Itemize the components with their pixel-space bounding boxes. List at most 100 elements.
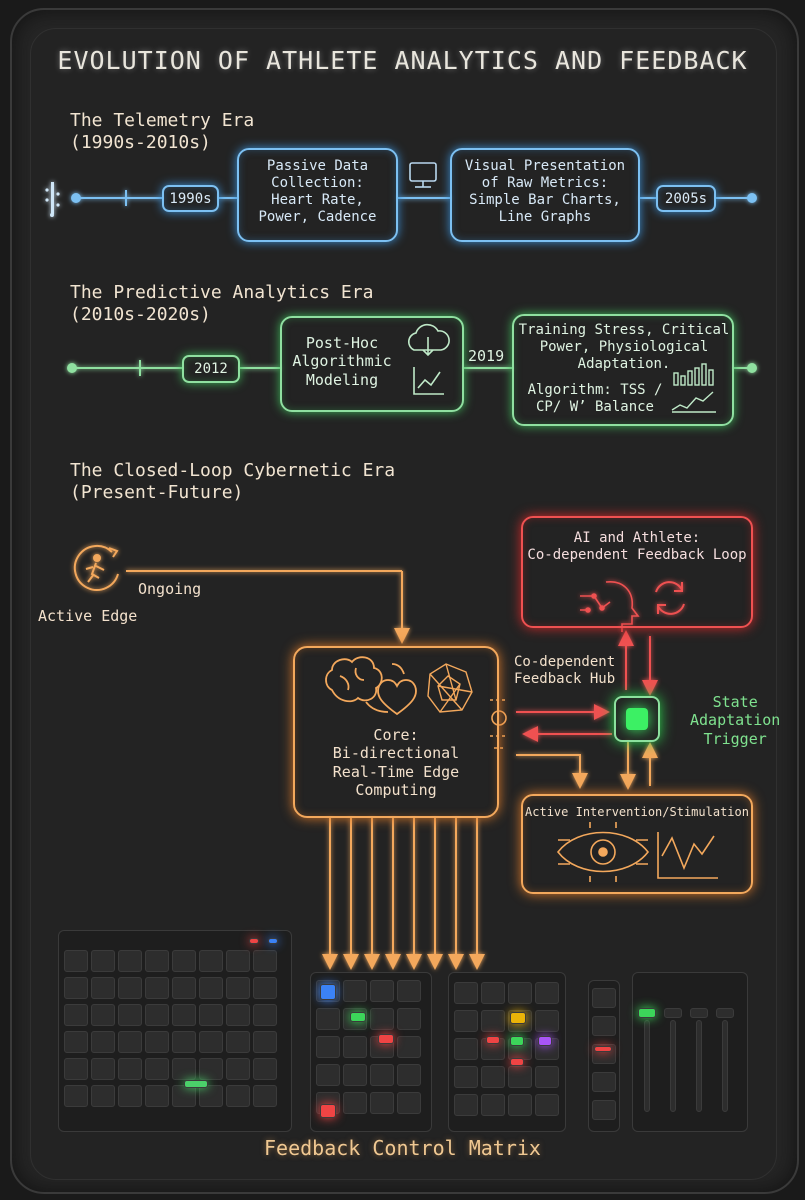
console-key[interactable] [316,1008,340,1030]
console-key[interactable] [481,1010,505,1032]
console-key[interactable] [145,1058,169,1080]
console-key[interactable] [91,1004,115,1026]
console-key[interactable] [370,1092,394,1114]
console-key[interactable] [64,1085,88,1107]
console-key[interactable] [249,938,259,944]
console-key[interactable] [172,1031,196,1053]
console-key[interactable] [199,950,223,972]
console-key[interactable] [145,950,169,972]
console-key[interactable] [508,1066,532,1088]
console-key[interactable] [226,1085,250,1107]
state-adaptation-trigger[interactable] [614,696,660,742]
console-key[interactable] [535,1094,559,1116]
console-key[interactable] [253,977,277,999]
console-key[interactable] [481,1066,505,1088]
console-key[interactable] [118,1004,142,1026]
console-key[interactable] [722,1020,728,1112]
console-key[interactable] [172,1058,196,1080]
console-key[interactable] [145,1031,169,1053]
console-key[interactable] [670,1020,676,1112]
console-key[interactable] [510,1036,524,1046]
console-key[interactable] [118,977,142,999]
console-key[interactable] [118,1085,142,1107]
console-key[interactable] [64,1058,88,1080]
console-key[interactable] [535,1010,559,1032]
console-key[interactable] [118,950,142,972]
console-key[interactable] [454,982,478,1004]
console-key[interactable] [268,938,278,944]
console-key[interactable] [64,1031,88,1053]
console-key[interactable] [253,1085,277,1107]
console-key[interactable] [226,1004,250,1026]
console-key[interactable] [644,1020,650,1112]
console-key[interactable] [199,1031,223,1053]
console-key[interactable] [172,1085,196,1107]
console-key[interactable] [594,1046,612,1052]
console-key[interactable] [454,1038,478,1060]
console-key[interactable] [118,1058,142,1080]
console-key[interactable] [199,1004,223,1026]
console-key[interactable] [538,1036,552,1046]
console-key[interactable] [696,1020,702,1112]
console-key[interactable] [64,1004,88,1026]
console-key[interactable] [716,1008,734,1018]
console-key[interactable] [592,988,616,1008]
console-key[interactable] [510,1012,526,1024]
console-key[interactable] [397,1008,421,1030]
console-key[interactable] [253,1004,277,1026]
console-key[interactable] [226,977,250,999]
console-key[interactable] [172,977,196,999]
console-key[interactable] [454,1094,478,1116]
console-key[interactable] [91,950,115,972]
console-key[interactable] [91,977,115,999]
console-key[interactable] [350,1012,366,1022]
console-key[interactable] [316,1064,340,1086]
console-key[interactable] [91,1085,115,1107]
console-key[interactable] [226,950,250,972]
console-key[interactable] [253,1031,277,1053]
console-key[interactable] [226,1031,250,1053]
console-key[interactable] [690,1008,708,1018]
console-key[interactable] [378,1034,394,1044]
console-key[interactable] [397,1036,421,1058]
console-key[interactable] [199,1085,223,1107]
console-key[interactable] [253,950,277,972]
console-key[interactable] [145,1004,169,1026]
console-key[interactable] [343,1092,367,1114]
console-key[interactable] [199,977,223,999]
console-key[interactable] [481,1094,505,1116]
console-key[interactable] [172,1004,196,1026]
console-key[interactable] [370,1064,394,1086]
console-key[interactable] [320,1104,336,1118]
console-key[interactable] [481,982,505,1004]
console-key[interactable] [454,1066,478,1088]
console-key[interactable] [508,1094,532,1116]
console-key[interactable] [486,1036,500,1044]
console-key[interactable] [535,1066,559,1088]
console-key[interactable] [592,1100,616,1120]
console-key[interactable] [253,1058,277,1080]
console-key[interactable] [172,950,196,972]
console-key[interactable] [592,1016,616,1036]
console-key[interactable] [508,982,532,1004]
console-key[interactable] [664,1008,682,1018]
console-key[interactable] [397,1092,421,1114]
console-key[interactable] [199,1058,223,1080]
console-key[interactable] [638,1008,656,1018]
console-key[interactable] [91,1058,115,1080]
console-key[interactable] [316,1036,340,1058]
console-key[interactable] [397,980,421,1002]
console-key[interactable] [510,1058,524,1066]
console-key[interactable] [145,977,169,999]
console-key[interactable] [343,1036,367,1058]
console-key[interactable] [397,1064,421,1086]
console-key[interactable] [118,1031,142,1053]
console-key[interactable] [91,1031,115,1053]
console-key[interactable] [454,1010,478,1032]
console-key[interactable] [145,1085,169,1107]
console-key[interactable] [184,1080,208,1088]
console-key[interactable] [64,977,88,999]
console-key[interactable] [370,980,394,1002]
console-key[interactable] [343,980,367,1002]
console-key[interactable] [343,1064,367,1086]
